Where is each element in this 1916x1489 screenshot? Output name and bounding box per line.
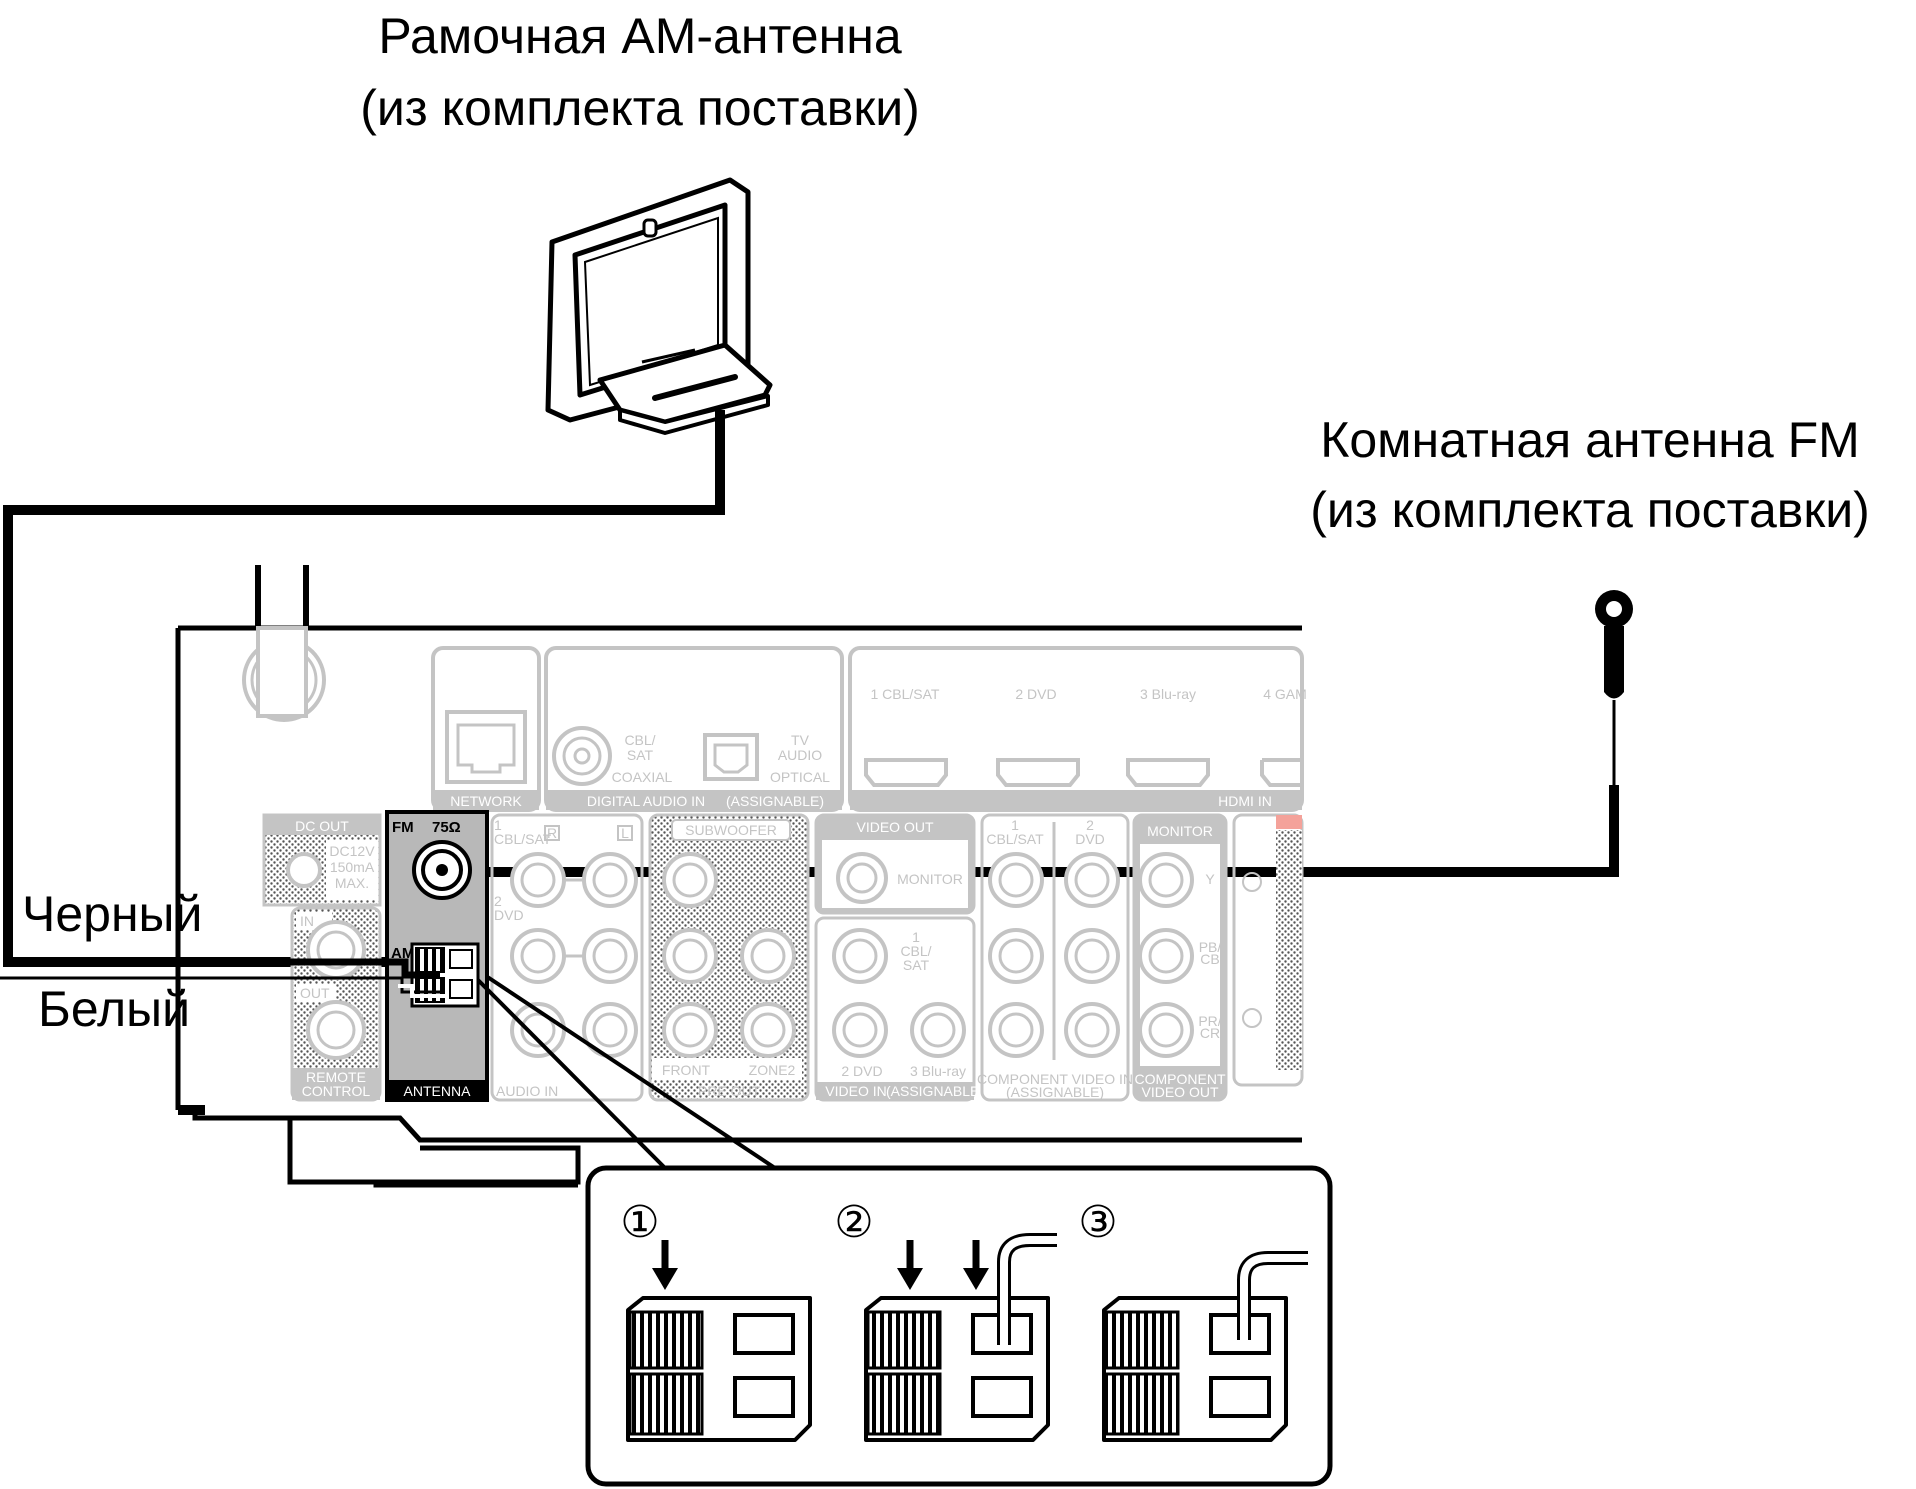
hdmi-input-2-label: 2 DVD xyxy=(1015,686,1056,702)
component-pr-label: PR/ xyxy=(1198,1013,1221,1029)
dc-out-label: DC OUT xyxy=(295,818,349,834)
video-in-cbl-number: 1 xyxy=(912,929,920,945)
remote-control-label-line1: REMOTE xyxy=(306,1069,366,1085)
pre-out-front-label: FRONT xyxy=(662,1062,711,1078)
component-video-in-label: COMPONENT VIDEO IN xyxy=(977,1071,1133,1087)
remote-control-label-line2: CONTROL xyxy=(302,1083,371,1099)
component-dvd-number: 2 xyxy=(1086,817,1094,833)
component-video-in-assignable: (ASSIGNABLE) xyxy=(1006,1084,1104,1100)
coaxial-label: COAXIAL xyxy=(612,769,673,785)
fm-indoor-antenna xyxy=(1595,590,1633,790)
hdmi-input-3-label: 3 Blu-ray xyxy=(1140,686,1196,702)
dc-spec-voltage: DC12V xyxy=(329,843,375,859)
component-y-label: Y xyxy=(1205,871,1215,887)
component-cr-label: CR xyxy=(1200,1025,1220,1041)
hdmi-input-1-label: 1 CBL/SAT xyxy=(871,686,940,702)
fm-impedance-label: 75Ω xyxy=(432,819,461,836)
am-terminal-label: AM xyxy=(391,945,414,962)
component-cbl-name: CBL/SAT xyxy=(986,831,1044,847)
audio-in-channel-l: L xyxy=(621,825,629,841)
component-video-out-line2: VIDEO OUT xyxy=(1141,1084,1218,1100)
step-3-terminal xyxy=(1102,1251,1308,1442)
am-antenna-subtitle: (из комплекта поставки) xyxy=(360,80,920,136)
pre-out-label: PRE OUT xyxy=(698,1083,761,1099)
audio-in-dvd-name: DVD xyxy=(494,907,524,923)
digital-audio-in-assignable: (ASSIGNABLE) xyxy=(726,793,824,809)
antenna-label: ANTENNA xyxy=(404,1083,472,1099)
audio-in-dvd-number: 2 xyxy=(494,893,502,909)
video-out-monitor-label: MONITOR xyxy=(897,871,963,887)
audio-in-cbl-number: 1 xyxy=(494,817,502,833)
digital-audio-in-label: DIGITAL AUDIO IN xyxy=(587,793,705,809)
component-pb-label: PB/ xyxy=(1199,939,1222,955)
remote-in-label: IN xyxy=(300,913,314,929)
component-dvd-name: DVD xyxy=(1075,831,1105,847)
video-in-bluray-label: 3 Blu-ray xyxy=(910,1063,966,1079)
pre-out-zone2-label: ZONE2 xyxy=(749,1062,796,1078)
hdmi-in-label: HDMI IN xyxy=(1218,793,1272,809)
hdmi-input-4-label: 4 GAM xyxy=(1263,686,1307,702)
audio-in-cbl-name: CBL/SAT xyxy=(494,831,552,847)
step-3-marker: ③ xyxy=(1078,1198,1117,1247)
dc-spec-current: 150mA xyxy=(330,859,375,875)
optical-label: OPTICAL xyxy=(770,769,830,785)
component-cbl-number: 1 xyxy=(1011,817,1019,833)
fm-antenna-caption: Комнатная антенна FM (из комплекта поста… xyxy=(1250,405,1916,545)
am-loop-antenna xyxy=(545,177,773,435)
remote-out-label: OUT xyxy=(300,985,330,1001)
coaxial-input-name-line1: CBL/ xyxy=(624,732,655,748)
dc-spec-max: MAX. xyxy=(335,875,369,891)
am-antenna-title: Рамочная AM-антенна xyxy=(378,8,902,64)
optical-input-name-line2: AUDIO xyxy=(778,747,822,763)
optical-input-name-line1: TV xyxy=(791,732,810,748)
video-out-label: VIDEO OUT xyxy=(856,819,933,835)
coaxial-input-name-line2: SAT xyxy=(627,747,654,763)
step-2-marker: ② xyxy=(834,1198,873,1247)
subwoofer-label: SUBWOOFER xyxy=(685,822,777,838)
video-in-dvd-label: 2 DVD xyxy=(841,1063,882,1079)
video-in-cbl-name-line1: CBL/ xyxy=(900,943,931,959)
video-in-cbl-name-line2: SAT xyxy=(903,957,930,973)
fm-antenna-title: Комнатная антенна FM xyxy=(1320,412,1860,468)
step-1-terminal xyxy=(626,1240,812,1442)
receiver-rear-panel: NETWORK CBL/ SAT COAXIAL TV AUDIO OPTICA… xyxy=(175,565,1307,1188)
fm-terminal-label: FM xyxy=(392,819,414,836)
fm-antenna-subtitle: (из комплекта поставки) xyxy=(1310,482,1870,538)
component-cb-label: CB xyxy=(1200,951,1219,967)
white-wire-label: Белый xyxy=(38,981,191,1037)
video-in-label: VIDEO IN xyxy=(825,1083,886,1099)
audio-in-label: AUDIO IN xyxy=(496,1083,558,1099)
step-1-marker: ① xyxy=(620,1198,659,1247)
video-in-assignable: (ASSIGNABLE) xyxy=(886,1083,984,1099)
step-2-terminal xyxy=(864,1233,1057,1442)
black-wire-label: Черный xyxy=(22,886,203,942)
terminal-steps-inset: ① ② ③ xyxy=(585,1165,1333,1487)
audio-in-channel-r: R xyxy=(547,825,557,841)
am-black-wire xyxy=(8,958,440,979)
component-video-out-line1: COMPONENT xyxy=(1135,1071,1226,1087)
component-monitor-label: MONITOR xyxy=(1147,823,1213,839)
am-antenna-caption: Рамочная AM-антенна (из комплекта постав… xyxy=(300,0,980,144)
network-label: NETWORK xyxy=(450,793,522,809)
